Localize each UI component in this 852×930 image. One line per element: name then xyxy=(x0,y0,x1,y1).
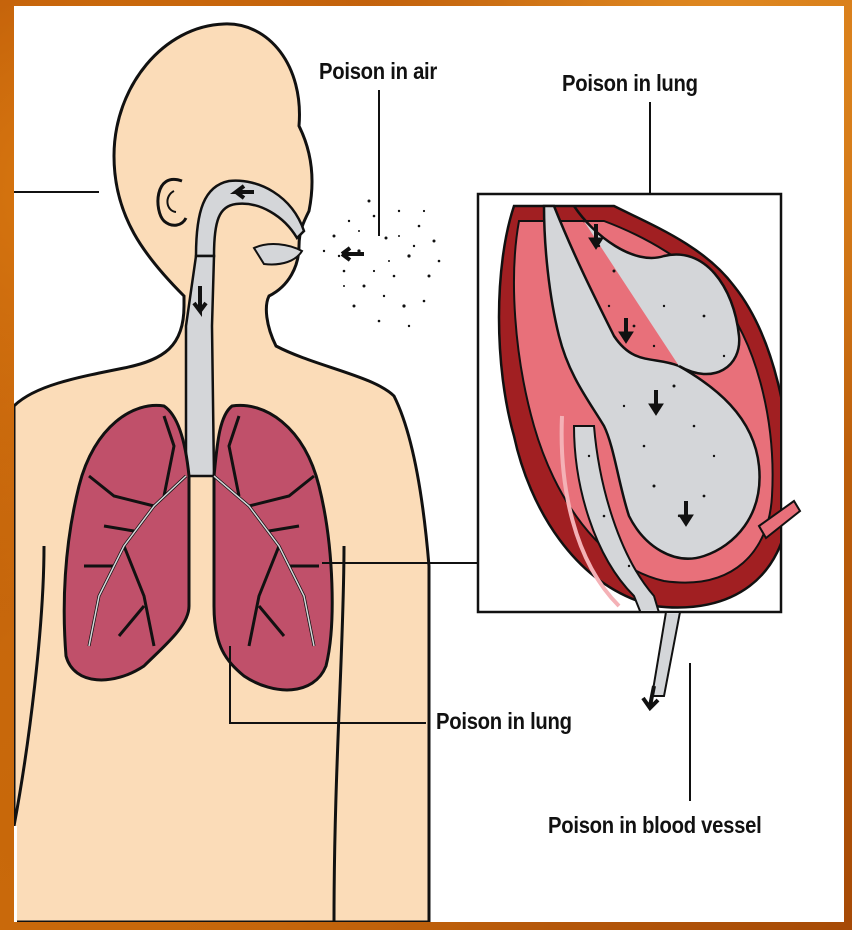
poison-inflow-arrow xyxy=(342,248,364,260)
poison-particles-cloud xyxy=(323,200,441,328)
label-poison-in-lung-top: Poison in lung xyxy=(562,72,698,95)
alveolus-inset xyxy=(478,194,800,708)
respiratory-poison-diagram: Poison in air Poison in lung Poison in l… xyxy=(14,6,844,922)
diagram-illustration xyxy=(14,6,844,922)
ear xyxy=(158,179,186,225)
label-poison-in-blood-vessel: Poison in blood vessel xyxy=(548,814,762,837)
label-poison-in-air: Poison in air xyxy=(319,60,437,83)
label-poison-in-lung-bottom: Poison in lung xyxy=(436,710,572,733)
blood-vessel-tail xyxy=(652,612,680,696)
